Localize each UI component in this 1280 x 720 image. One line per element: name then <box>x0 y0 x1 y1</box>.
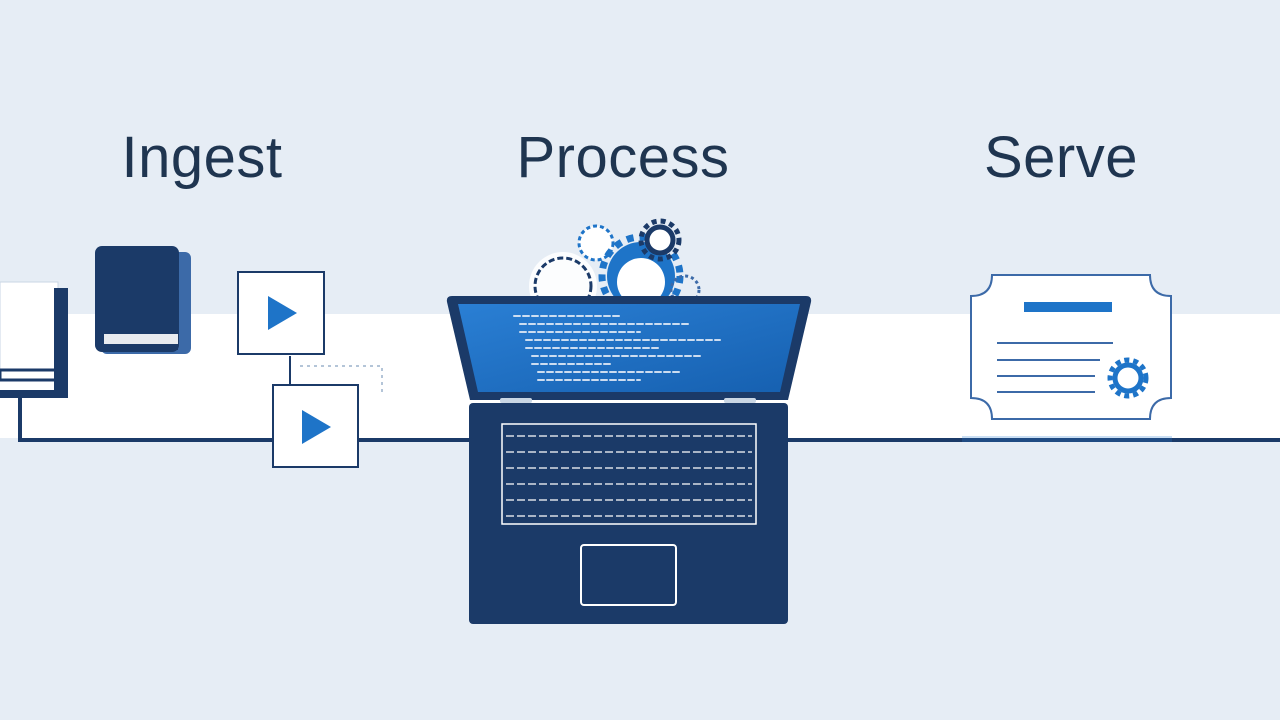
book-icon <box>95 246 191 354</box>
book-icon <box>0 281 68 398</box>
certificate-icon <box>962 274 1172 442</box>
gear-icon <box>1107 357 1149 399</box>
play-button-icon <box>272 384 359 468</box>
play-button-icon <box>237 271 325 355</box>
stage-heading-ingest: Ingest <box>121 125 283 190</box>
laptop-icon <box>446 296 812 624</box>
stage-heading-serve: Serve <box>983 125 1138 190</box>
stage-heading-process: Process <box>516 125 730 190</box>
